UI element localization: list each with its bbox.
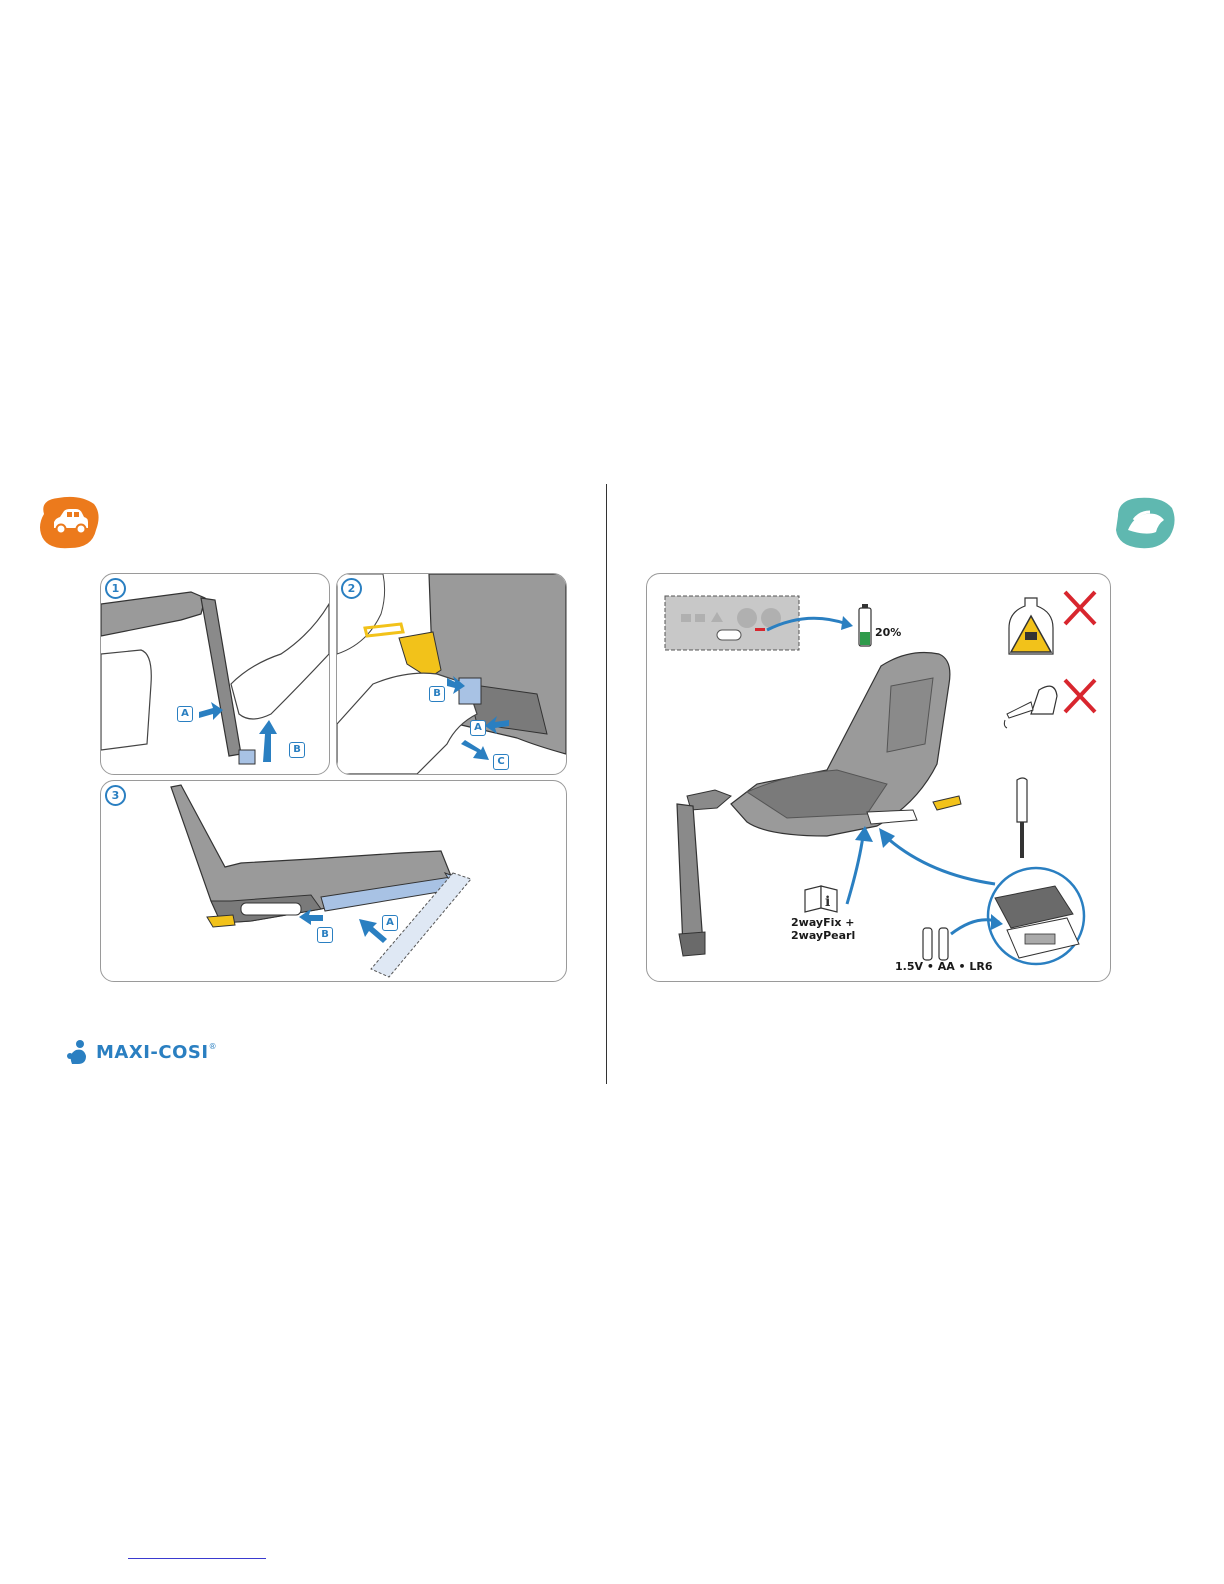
tag-a: A: [382, 915, 398, 931]
tag-b: B: [289, 742, 305, 758]
screwdriver-icon: [1017, 778, 1027, 877]
manual-line-1: 2wayFix +: [791, 916, 855, 929]
step-1-panel: 1 A B: [100, 573, 330, 775]
yellow-isofix-arm: [399, 632, 441, 678]
tag-b: B: [317, 927, 333, 943]
step-number-3: 3: [105, 785, 126, 806]
battery-icon: [859, 604, 871, 646]
tag-a: A: [177, 706, 193, 722]
battery-spec-label: 1.5V • AA • LR6: [895, 960, 993, 973]
manual-book-icon: i: [805, 886, 837, 912]
chemical-warning-icon: [1009, 598, 1053, 654]
aa-batteries-icon: [923, 928, 948, 960]
step-number-1: 1: [105, 578, 126, 599]
leg-storage-illustration: [101, 781, 566, 981]
car-seat-base: [677, 653, 961, 957]
oil-can-icon: [1004, 686, 1057, 728]
arrow-c: [461, 740, 489, 760]
cleaning-section-icon: [1112, 494, 1178, 552]
svg-text:i: i: [825, 894, 830, 910]
registered-mark: ®: [209, 1042, 217, 1051]
battery-level-label: 20%: [875, 626, 901, 639]
maintenance-panel: i 20% 2wayFix + 2wayPearl 1.5V • AA • LR…: [646, 573, 1111, 982]
logo-text: MAXI-COSI: [96, 1042, 209, 1063]
tag-a: A: [470, 720, 486, 736]
bottom-link-underline[interactable]: [128, 1558, 266, 1559]
maxi-cosi-logo: MAXI-COSI ®: [64, 1038, 217, 1066]
step-3-panel: 3 A B: [100, 780, 567, 982]
tag-b: B: [429, 686, 445, 702]
step-2-panel: 2 B A C: [336, 573, 567, 775]
tag-c: C: [493, 754, 509, 770]
manual-line-2: 2wayPearl: [791, 929, 855, 942]
arrow-b: [259, 720, 277, 762]
step-number-2: 2: [341, 578, 362, 599]
cross-icon: [1065, 680, 1095, 712]
page-divider: [606, 484, 607, 1084]
mother-child-icon: [64, 1038, 92, 1066]
car-section-icon: [36, 494, 102, 552]
isofix-release-illustration: [337, 574, 566, 774]
cross-icon: [1065, 592, 1095, 624]
